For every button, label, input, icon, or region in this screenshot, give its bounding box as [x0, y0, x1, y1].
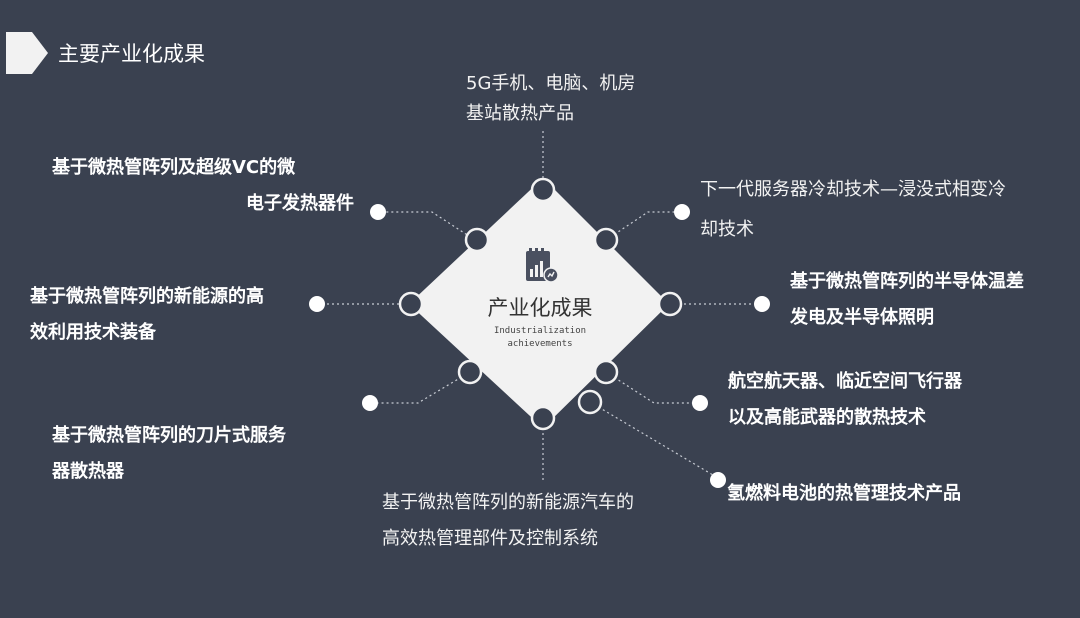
item-line: 却技术 [700, 219, 754, 240]
ring-node-bottom [530, 405, 556, 431]
ring-node-upper-left [464, 227, 490, 253]
connector-bottom-right [589, 401, 719, 479]
item-line: 器散热器 [52, 461, 124, 482]
item-line: 以及高能武器的散热技术 [728, 407, 926, 428]
center-title: 产业化成果 [487, 296, 593, 320]
page-title: 主要产业化成果 [58, 42, 205, 66]
item-line: 基于微热管阵列的新能源汽车的 [382, 492, 634, 513]
item-line: 发电及半导体照明 [790, 307, 934, 328]
ring-node-top [530, 177, 556, 203]
item-line: 效利用技术装备 [30, 322, 156, 343]
end-dot-bottom-right [710, 472, 726, 488]
item-new-energy-vehicle: 基于微热管阵列的新能源汽车的 高效热管理部件及控制系统 [382, 485, 634, 557]
end-dot-lower-left [362, 395, 378, 411]
end-dot-upper-left [370, 204, 386, 220]
end-dot-upper-right [674, 204, 690, 220]
item-new-energy-equipment: 基于微热管阵列的新能源的高 效利用技术装备 [30, 279, 264, 351]
end-dot-left [309, 296, 325, 312]
title-tab-shape [6, 32, 48, 74]
center-subtitle: Industrialization achievements [440, 325, 640, 351]
item-line: 氢燃料电池的热管理技术产品 [727, 483, 961, 504]
item-aerospace-cooling: 航空航天器、临近空间飞行器 以及高能武器的散热技术 [728, 364, 962, 436]
item-line: 基于微热管阵列及超级VC的微 [52, 157, 296, 178]
end-dot-lower-right [692, 395, 708, 411]
item-thermoelectric-lighting: 基于微热管阵列的半导体温差 发电及半导体照明 [790, 264, 1024, 336]
item-line: 基站散热产品 [466, 103, 574, 124]
item-line: 基于微热管阵列的半导体温差 [790, 271, 1024, 292]
ring-node-right [657, 291, 683, 317]
item-line: 5G手机、电脑、机房 [466, 73, 636, 94]
item-line: 电子发热器件 [246, 193, 354, 214]
item-line: 高效热管理部件及控制系统 [382, 528, 598, 549]
ring-node-lower-right [593, 359, 619, 385]
item-line: 下一代服务器冷却技术—浸没式相变冷 [700, 179, 1006, 200]
item-blade-server-radiator: 基于微热管阵列的刀片式服务 器散热器 [52, 418, 286, 490]
item-line: 基于微热管阵列的新能源的高 [30, 286, 264, 307]
item-immersion-cooling: 下一代服务器冷却技术—浸没式相变冷 却技术 [700, 170, 1006, 250]
bar-chart-document-icon [526, 248, 559, 283]
connector-lower-right [605, 371, 700, 404]
center-subtitle-line: Industrialization [493, 326, 587, 336]
connector-upper-right [605, 211, 682, 241]
item-5g-products: 5G手机、电脑、机房 基站散热产品 [466, 69, 635, 129]
item-hydrogen-fuel-cell: 氢燃料电池的热管理技术产品 [727, 476, 961, 512]
ring-node-left [398, 291, 424, 317]
connector-lower-left [370, 371, 471, 404]
item-micro-heat-pipe-vc: 基于微热管阵列及超级VC的微 电子发热器件 [52, 150, 354, 222]
item-line: 基于微热管阵列的刀片式服务 [52, 425, 286, 446]
connector-upper-left [378, 211, 476, 241]
ring-node-upper-right [593, 227, 619, 253]
item-line: 航空航天器、临近空间飞行器 [728, 371, 962, 392]
ring-node-bottom-right [577, 389, 603, 415]
end-dot-right [754, 296, 770, 312]
center-subtitle-line: achievements [507, 339, 573, 349]
ring-node-lower-left [457, 359, 483, 385]
